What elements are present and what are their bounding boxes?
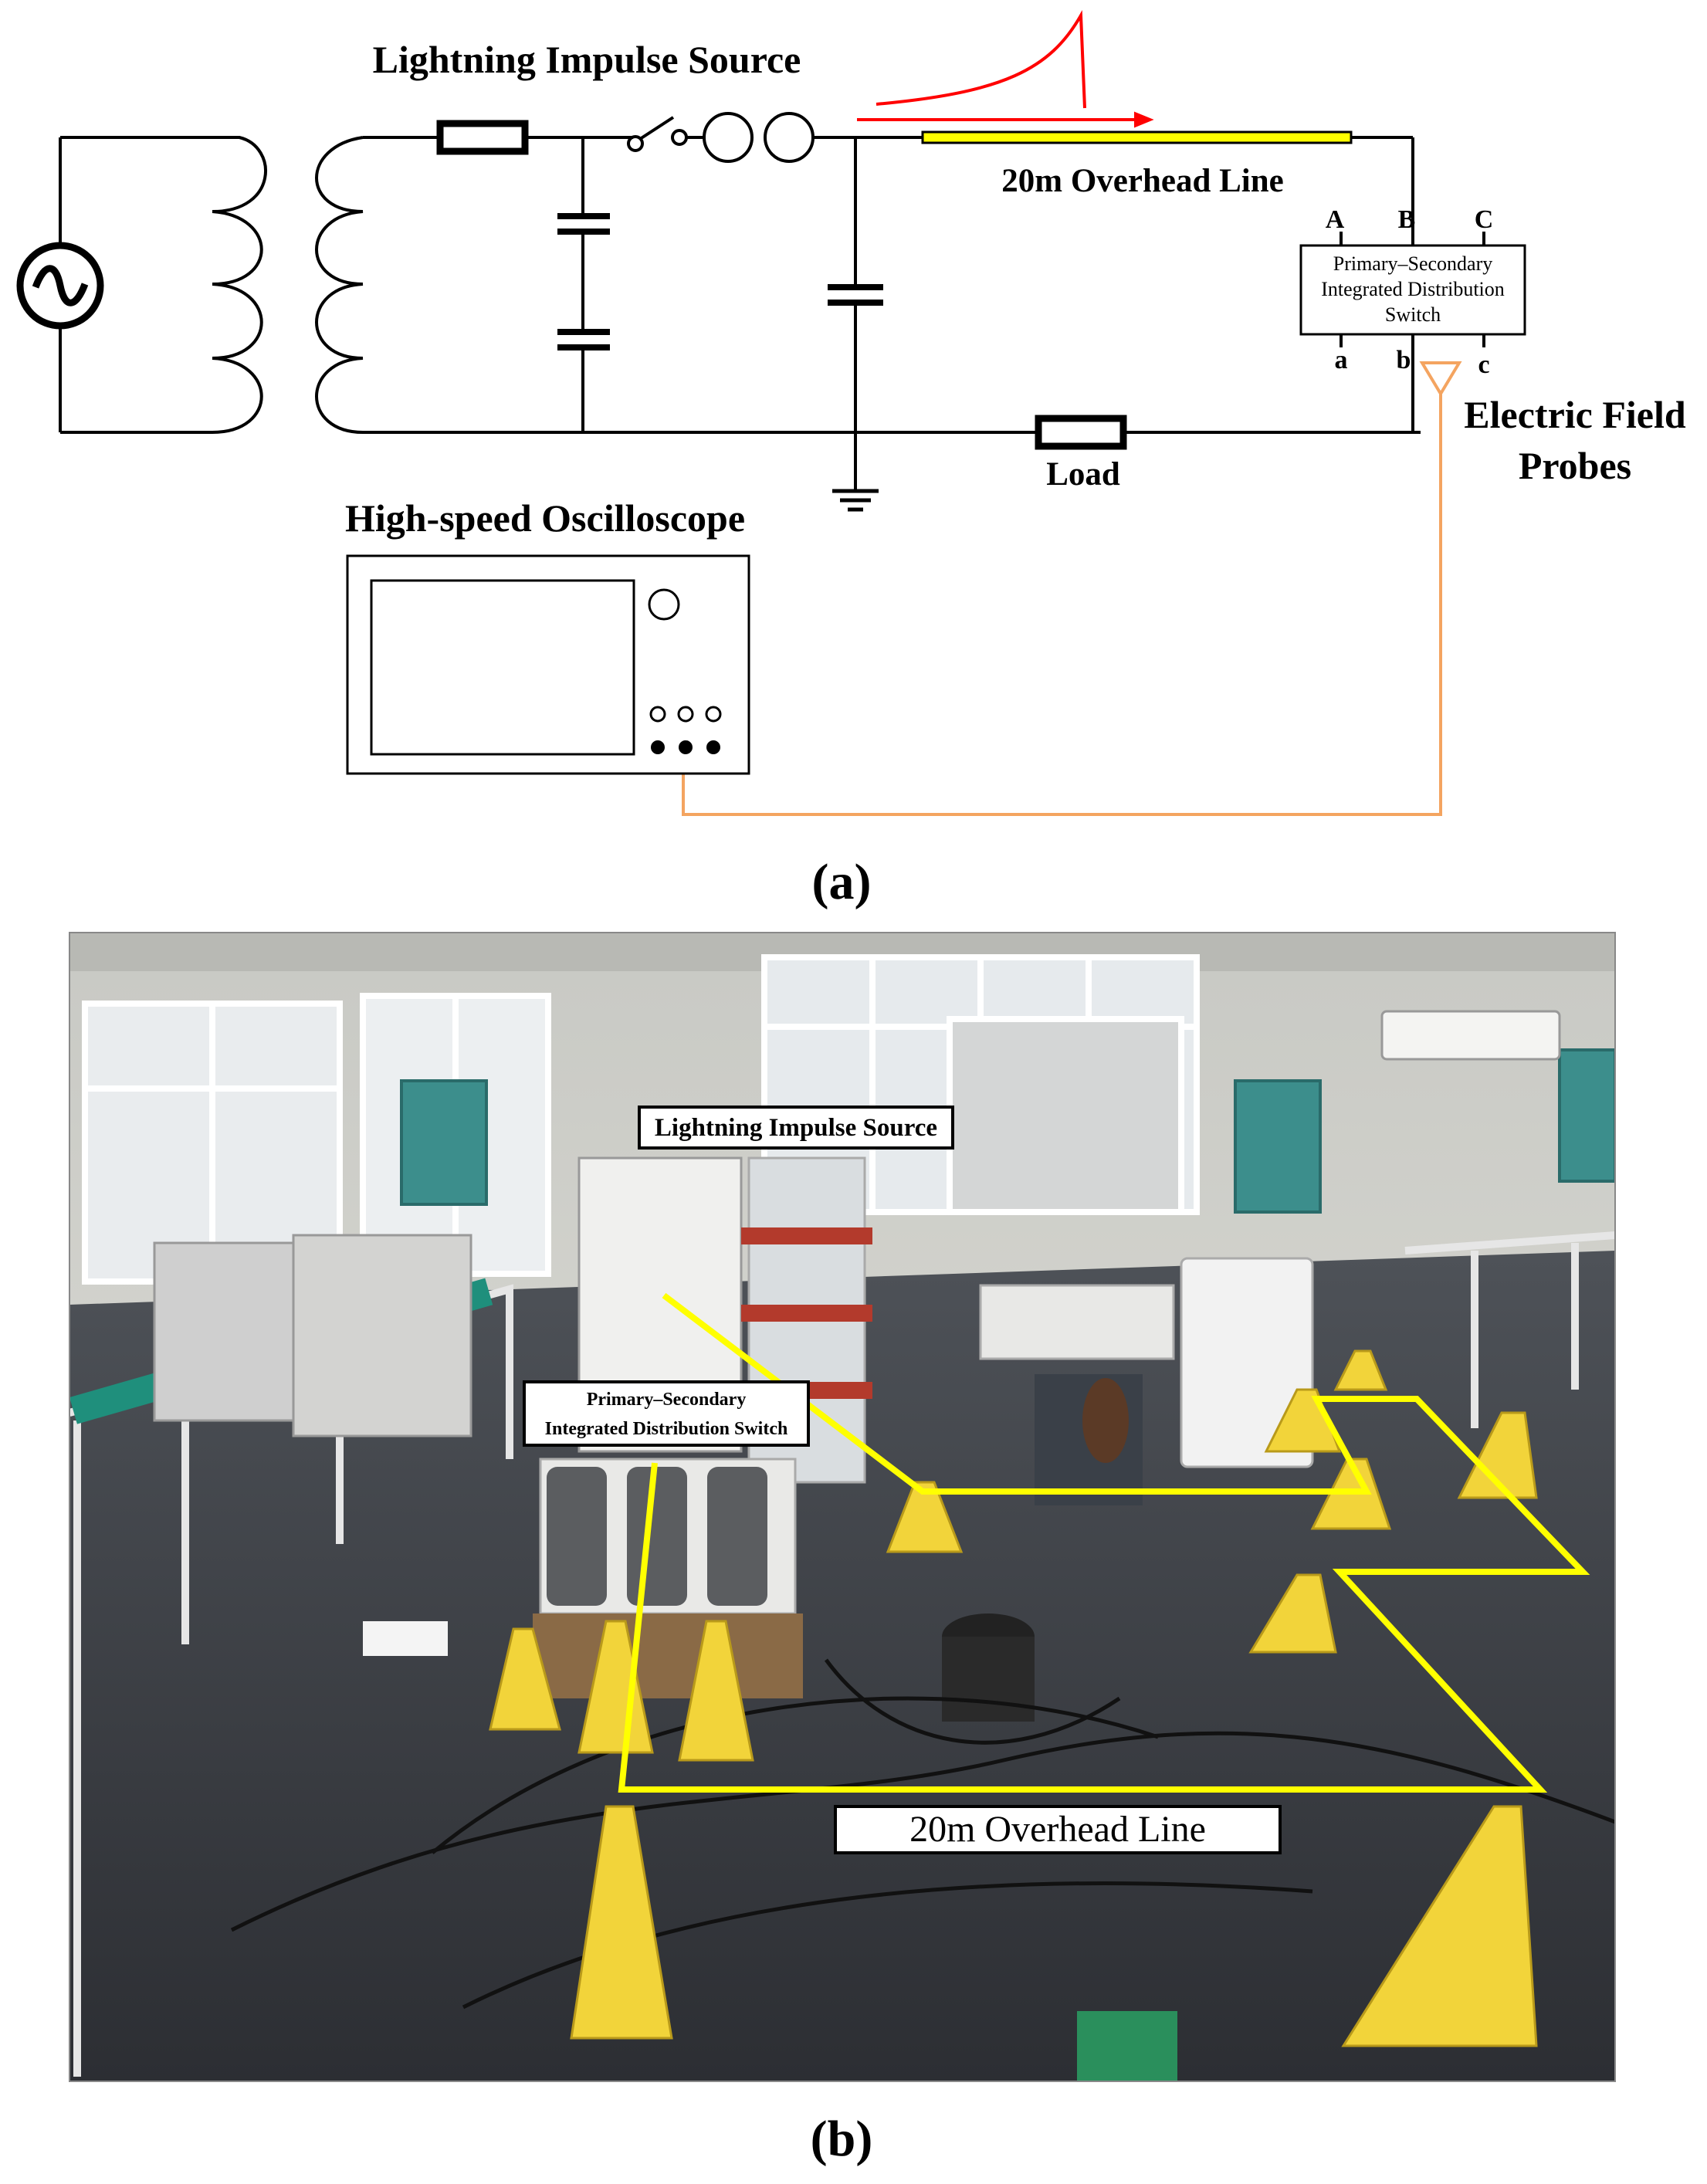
photo-switch-label-line1: Primary–Secondary — [586, 1390, 747, 1410]
port-icon — [679, 740, 693, 754]
sphere-gap — [703, 112, 754, 163]
insulator-stands — [489, 1349, 1538, 2047]
probe-cable — [682, 394, 1442, 816]
photo-source-label-text: Lightning Impulse Source — [654, 1114, 938, 1142]
overhead-line-route[interactable] — [618, 1292, 1590, 1793]
probe-label-line2: Probes — [1518, 444, 1632, 487]
panel-b-caption: (b) — [810, 2111, 873, 2167]
switch-title-line3: Switch — [1384, 303, 1441, 326]
air-conditioner — [1380, 1010, 1561, 1061]
photo-source-label: Lightning Impulse Source — [638, 1106, 954, 1150]
overhead-line-label: 20m Overhead Line — [1001, 163, 1284, 199]
probe-icon — [1419, 361, 1462, 397]
lightning-source-title: Lightning Impulse Source — [372, 38, 801, 81]
port-icon — [649, 706, 666, 723]
bushing — [627, 1467, 687, 1606]
circuit-diagram — [16, 9, 1526, 816]
white-block — [363, 1621, 448, 1656]
terminal-label-A: A — [1325, 205, 1345, 234]
photo-line-label: 20m Overhead Line — [834, 1805, 1282, 1854]
oscilloscope-screen — [370, 579, 635, 756]
wooden-pallet — [533, 1613, 803, 1698]
cabinet — [153, 1241, 295, 1422]
wall-poster — [1558, 1048, 1615, 1183]
transformer-secondary-coil — [315, 136, 364, 434]
knob-icon — [648, 588, 680, 621]
photo-switch-label: Primary–Secondary Integrated Distributio… — [523, 1380, 810, 1447]
photo-line-label-text: 20m Overhead Line — [909, 1809, 1206, 1850]
port-icon — [705, 706, 722, 723]
oscilloscope-label: High-speed Oscilloscope — [344, 496, 746, 540]
terminal-label-b: b — [1396, 346, 1411, 374]
wall-poster — [1234, 1079, 1322, 1214]
sphere-gap — [764, 112, 815, 163]
load-resistor — [1035, 415, 1127, 450]
switch-contact — [671, 129, 688, 146]
sine-wave-icon — [32, 265, 89, 306]
distribution-switch-box — [1299, 244, 1526, 336]
photo-switch-label-line2: Integrated Distribution Switch — [544, 1419, 788, 1439]
arrow-head-icon — [1134, 111, 1154, 128]
bushing — [707, 1467, 767, 1606]
oscilloscope-body — [346, 554, 750, 775]
radiator — [979, 1284, 1175, 1360]
control-cabinet — [1180, 1257, 1314, 1468]
switch-title-line2: Integrated Distribution — [1321, 278, 1505, 300]
terminal-label-a: a — [1334, 346, 1348, 374]
cables — [230, 1658, 1615, 2010]
switch-title-line1: Primary–Secondary — [1333, 252, 1493, 275]
impulse-waveform — [876, 9, 1086, 109]
windows — [82, 954, 1200, 1285]
cable-drum — [942, 1637, 1035, 1722]
terminal-label-B: B — [1397, 205, 1416, 234]
bushing — [1082, 1378, 1129, 1463]
switch-arm — [638, 116, 675, 141]
port-icon — [706, 740, 720, 754]
switch-contact — [627, 135, 644, 152]
bushing — [547, 1467, 607, 1606]
probe-label-line1: Electric Field — [1464, 393, 1686, 436]
port-icon — [677, 706, 694, 723]
generator-ring — [741, 1305, 872, 1322]
photo-border — [69, 932, 1616, 2082]
wall-poster — [400, 1079, 488, 1206]
transformer-primary-coil — [212, 136, 267, 213]
overhead-line — [921, 130, 1353, 144]
cabinet — [292, 1234, 472, 1437]
load-label: Load — [1046, 456, 1120, 493]
panel-a-caption: (a) — [811, 854, 872, 910]
terminal-label-C: C — [1474, 205, 1494, 234]
resistor — [436, 120, 529, 155]
floor-sign — [1077, 2011, 1177, 2081]
transformer-primary-coil-lower — [212, 210, 263, 434]
generator-ring — [741, 1227, 872, 1244]
terminal-label-c: c — [1478, 350, 1490, 379]
port-icon — [651, 740, 665, 754]
